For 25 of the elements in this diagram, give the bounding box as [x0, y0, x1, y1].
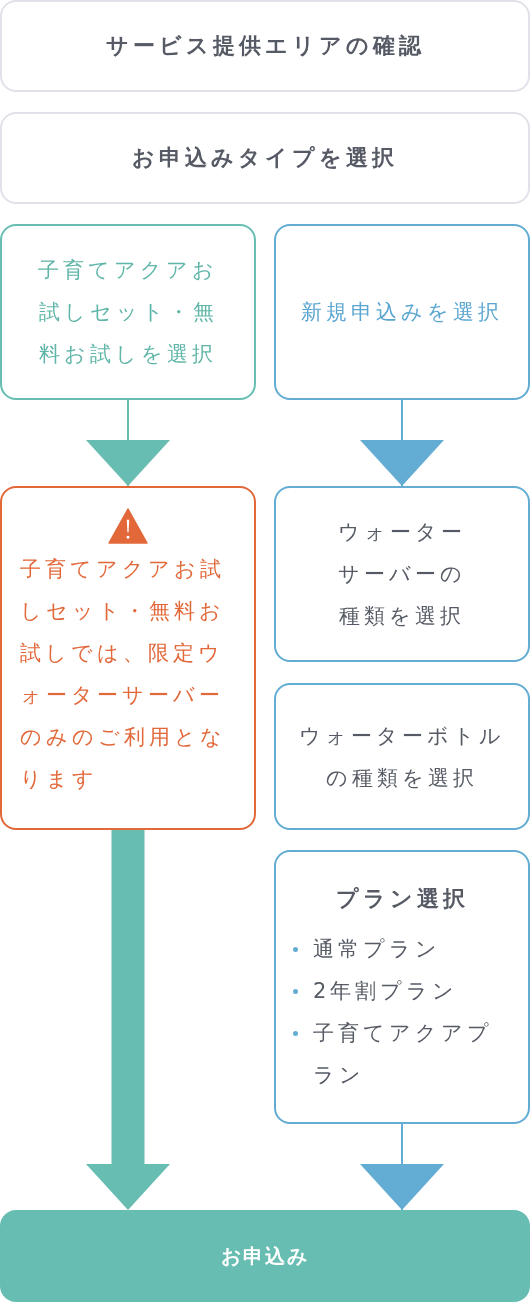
step-box [0, 0, 530, 92]
step-box [0, 112, 530, 204]
step-label: 子育てアクアお試しセット・無料お試しを選択 [37, 257, 219, 368]
warning-text: 子育てアクアお試しセット・無料お試しでは、限定ウォーターサーバーのみのご利用となります [20, 556, 227, 793]
step-label: お申込み [221, 1243, 309, 1270]
heading: プラン選択 [335, 885, 469, 913]
step-label: サービス提供エリアの確認 [105, 32, 425, 60]
list-item: 子育てアクアプラン [291, 1012, 513, 1096]
step-box [274, 486, 530, 662]
arrow [86, 399, 170, 487]
step-box [0, 224, 256, 400]
arrow [360, 399, 444, 487]
step-label: お申込みタイプを選択 [132, 144, 398, 172]
step-label: ウォーターサーバーの種類を選択 [337, 519, 467, 630]
arrow [86, 830, 170, 1210]
submit-box [0, 1210, 530, 1302]
warning-box [0, 486, 256, 830]
step-box [274, 683, 530, 830]
step-label: ウォーターボトルの種類を選択 [298, 722, 506, 792]
arrow [360, 1123, 444, 1211]
list-item: 通常プラン [291, 928, 513, 970]
step-label: 新規申込みを選択 [301, 299, 503, 326]
step-box [274, 224, 530, 400]
plan-box [274, 850, 530, 1124]
list-item: 2年割プラン [291, 970, 513, 1012]
